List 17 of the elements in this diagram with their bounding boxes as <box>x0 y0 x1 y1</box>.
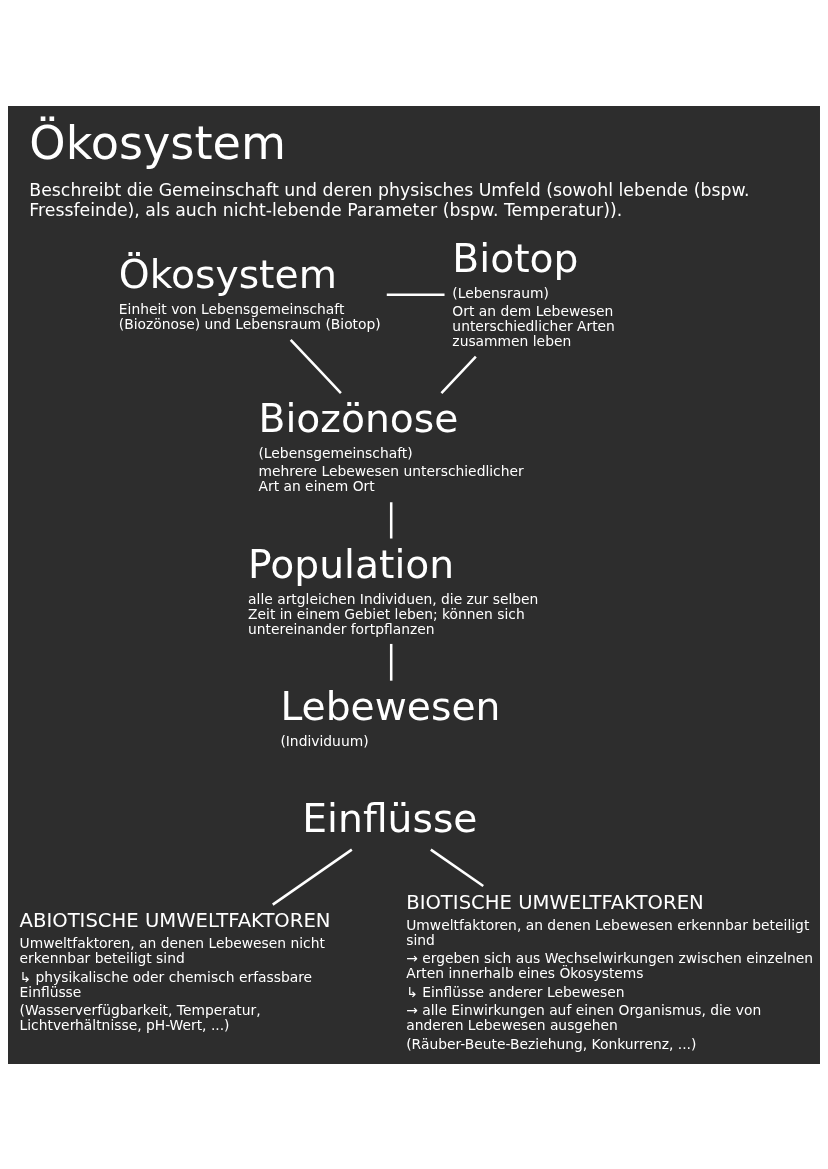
node-text: Einflüsse <box>302 795 478 841</box>
diagram-title: Ökosystem <box>29 115 286 170</box>
node-text: BIOTISCHE UMWELTFAKTOREN Umweltfaktoren, an denen Lebewesen erkennbar beteiligt sind → ergeben sich aus Wechselwirkungen zwischen einzelnen Arten innerhalb eines Ökosystems ↳ Einflüsse anderer Lebewesen → alle Einwirkungen auf einen Organismus, die von anderen Lebewesen ausgehen (Räuber-Beute-Beziehung, Konkurrenz, ...) <box>406 890 814 1052</box>
node-text: Lebewesen (Individuum) <box>280 683 501 749</box>
node-text: Ökosystem Einheit von Lebensgemeinschaft (Biozönose) und Lebensraum (Biotop) <box>118 251 381 332</box>
node-text: Biotop (Lebensraum) Ort an dem Lebewesen unterschiedlicher Arten zusammen leben <box>452 235 615 349</box>
node-text: Population alle artgleichen Individuen, die zur selben Zeit in einem Gebiet leben; können sich untereinander fortpflanzen <box>248 541 539 637</box>
connector <box>272 848 353 906</box>
connector <box>440 355 477 394</box>
connector <box>386 292 445 296</box>
node-text: Biozönose (Lebensgemeinschaft) mehrere Lebewesen unterschiedlicher Art an einem Ort <box>258 395 524 494</box>
connector <box>389 643 393 681</box>
caption: Beschreibt die Gemeinschaft und deren physisches Umfeld (sowohl lebende (bspw. Fressfeinde), als auch nicht-lebende Parameter (bspw. Temperatur)). <box>29 179 750 220</box>
connector <box>389 501 393 539</box>
node-text: ABIOTISCHE UMWELTFAKTOREN Umweltfaktoren, an denen Lebewesen nicht erkennbar beteiligt sind ↳ physikalische oder chemisch erfassbare Einflüsse (Wasserverfügbarkeit, Temperatur, Lichtverhältnisse, pH-Wert, ...) <box>19 908 331 1033</box>
connector <box>430 848 484 887</box>
connector <box>289 338 342 394</box>
